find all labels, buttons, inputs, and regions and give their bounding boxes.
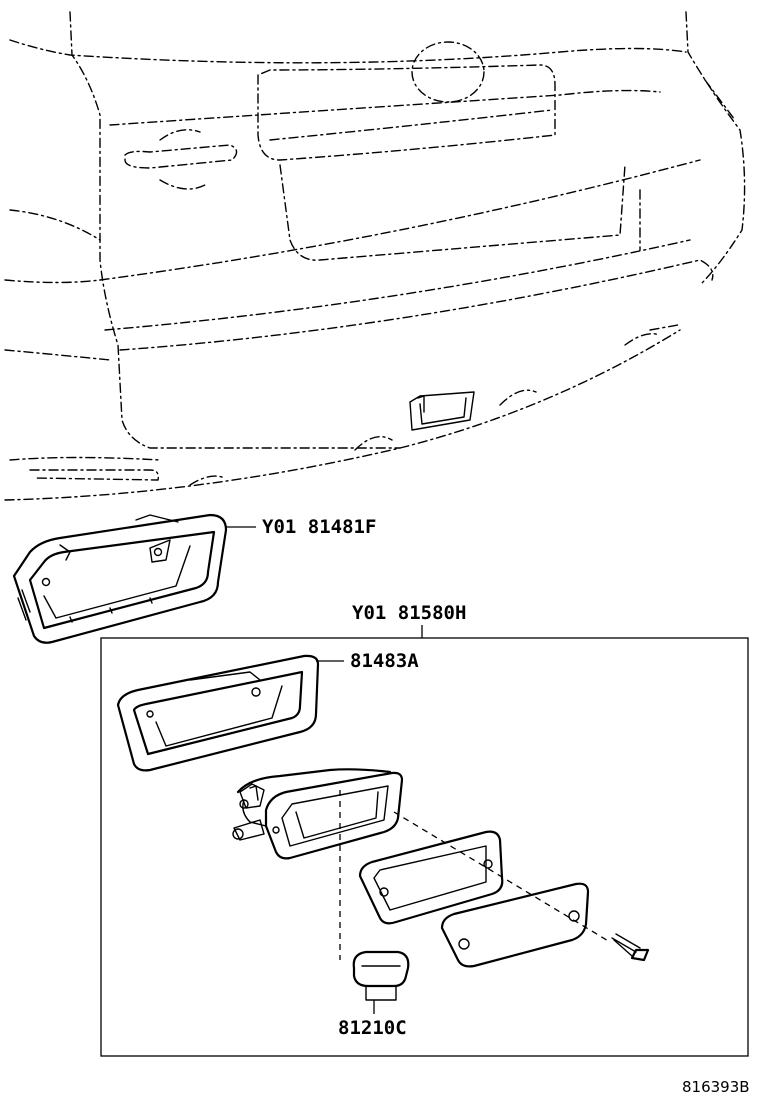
label-81481f: Y01 81481F — [262, 516, 376, 538]
illustration-ref: 816393B — [682, 1078, 750, 1096]
lamp-lens — [440, 882, 590, 968]
bulb-81210c — [352, 950, 410, 1001]
screw — [611, 933, 650, 962]
garnish-81481f — [12, 513, 228, 644]
assembly-frame — [100, 637, 749, 1057]
label-81210c: 81210C — [338, 1017, 407, 1039]
lamp-garnish-81483a — [116, 654, 320, 772]
label-81580h: Y01 81580H — [352, 602, 466, 624]
lamp-housing — [232, 768, 404, 860]
lamp-gasket — [358, 830, 504, 925]
vehicle-rear-phantom — [4, 11, 746, 501]
label-81483a: 81483A — [350, 650, 419, 672]
